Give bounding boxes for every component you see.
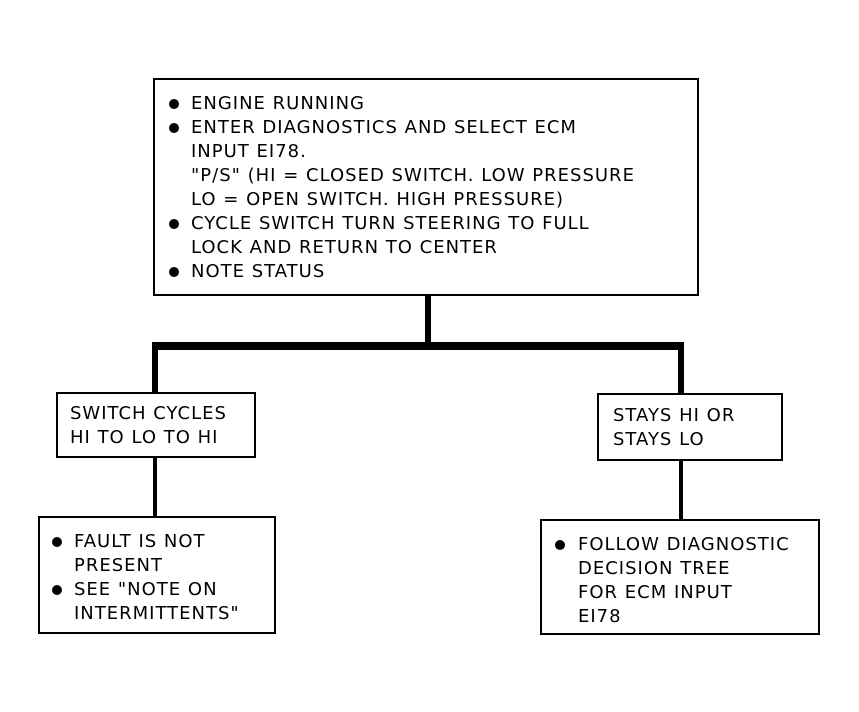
bullet-icon [169, 99, 179, 109]
ps-lo-definition: LO = OPEN SWITCH. HIGH PRESSURE) [191, 189, 565, 210]
fault-not-present-line2: PRESENT [74, 555, 163, 576]
connector-trunk [425, 294, 431, 346]
right-condition-box: STAYS HI OR STAYS LO [597, 393, 783, 461]
ps-hi-definition: "P/S" (HI = CLOSED SWITCH. LOW PRESSURE [191, 165, 635, 186]
bullet-icon [52, 585, 62, 595]
right-condition-line1: STAYS HI OR [613, 405, 736, 426]
see-note-line1: SEE "NOTE ON [74, 579, 218, 600]
step-enter-diagnostics-cont: INPUT EI78. [191, 141, 307, 162]
step-cycle-switch-cont: LOCK AND RETURN TO CENTER [191, 237, 498, 258]
bullet-icon [169, 267, 179, 277]
bullet-icon [555, 540, 565, 550]
top-instruction-box: ENGINE RUNNING ENTER DIAGNOSTICS AND SEL… [153, 78, 699, 296]
left-condition-box: SWITCH CYCLES HI TO LO TO HI [56, 392, 256, 458]
connector-right-down [678, 342, 684, 394]
step-engine-running: ENGINE RUNNING [191, 93, 365, 114]
bullet-icon [169, 219, 179, 229]
connector-horizontal [152, 342, 684, 350]
bullet-icon [52, 537, 62, 547]
connector-left-down [152, 342, 158, 394]
left-condition-line2: HI TO LO TO HI [70, 427, 219, 448]
step-note-status: NOTE STATUS [191, 261, 326, 282]
step-cycle-switch: CYCLE SWITCH TURN STEERING TO FULL [191, 213, 590, 234]
follow-diagnostic-line3: FOR ECM INPUT [578, 582, 733, 603]
bullet-icon [169, 123, 179, 133]
follow-diagnostic-line1: FOLLOW DIAGNOSTIC [578, 534, 790, 555]
fault-not-present-line1: FAULT IS NOT [74, 531, 206, 552]
left-result-box: FAULT IS NOT PRESENT SEE "NOTE ON INTERM… [38, 516, 276, 634]
connector-right-to-result [679, 459, 683, 521]
see-note-line2: INTERMITTENTS" [74, 603, 240, 624]
follow-diagnostic-line4: EI78 [578, 606, 622, 627]
follow-diagnostic-line2: DECISION TREE [578, 558, 731, 579]
step-enter-diagnostics: ENTER DIAGNOSTICS AND SELECT ECM [191, 117, 577, 138]
connector-left-to-result [153, 456, 157, 518]
right-result-box: FOLLOW DIAGNOSTIC DECISION TREE FOR ECM … [540, 519, 820, 635]
left-condition-line1: SWITCH CYCLES [70, 403, 227, 424]
right-condition-line2: STAYS LO [613, 429, 705, 450]
